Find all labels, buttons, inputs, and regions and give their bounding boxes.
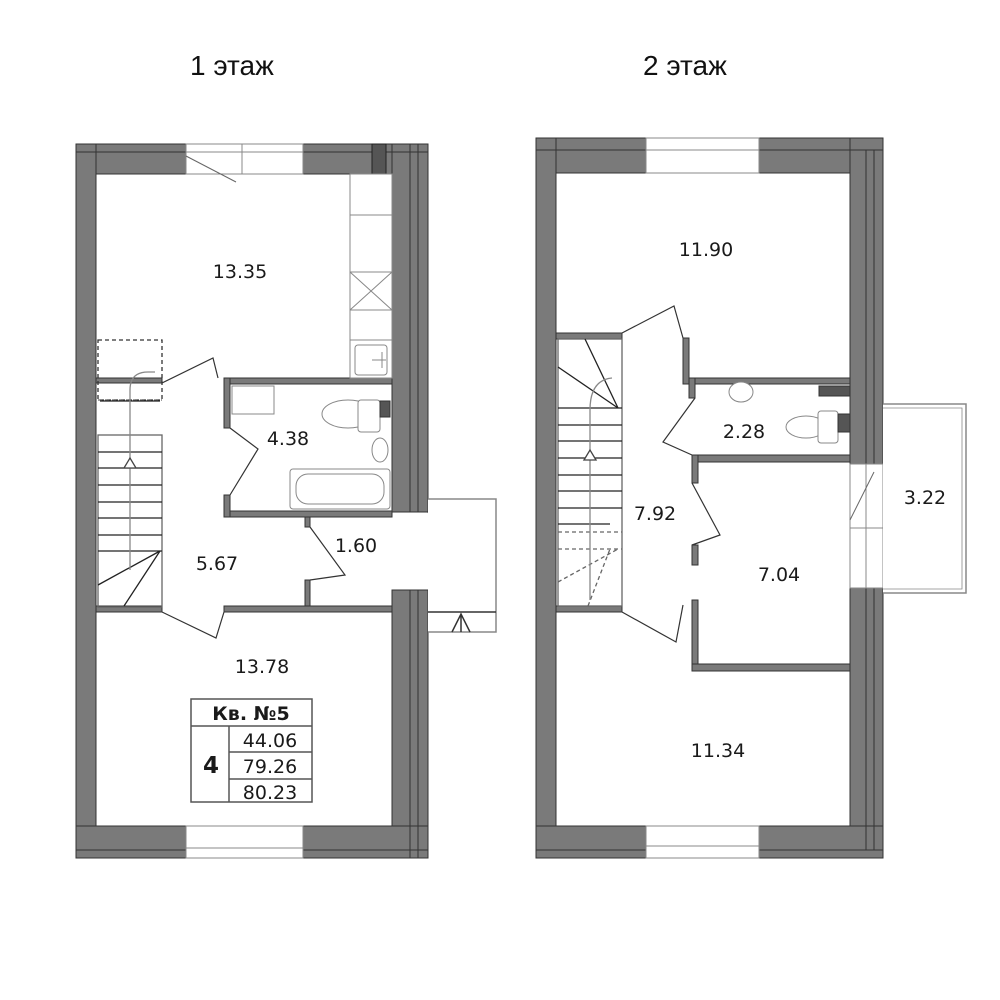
wc-fixtures: [728, 381, 851, 444]
room-area-bedroom-top: 11.90: [679, 239, 733, 261]
floor-2-windows: [645, 137, 884, 859]
porch: [428, 498, 497, 633]
floor-1-stairs: [97, 339, 163, 608]
floor-1-interior-walls: [95, 377, 393, 613]
balcony: [883, 403, 967, 594]
room-area-bedroom-middle: 7.04: [758, 564, 800, 586]
floor-2-plan: 11.90 2.28 7.92 7.04 3.22 11.34: [535, 137, 967, 859]
kitchen-counter: [349, 173, 393, 379]
room-area-bedroom-bottom: 11.34: [691, 740, 745, 762]
floor-1-plan: 13.35 4.38 5.67 1.60 13.78 Кв. №5 4 44.0…: [75, 143, 497, 859]
room-area-kitchen: 13.35: [213, 261, 267, 283]
floor-2-interior-walls: [555, 332, 851, 672]
room-area-living: 13.78: [235, 656, 289, 678]
floor-1-walls: [75, 143, 429, 859]
rooms-count: 4: [203, 753, 219, 779]
room-area-wc: 2.28: [723, 421, 765, 443]
bathroom-fixtures: [231, 385, 391, 510]
room-area-hall-2: 7.92: [634, 503, 676, 525]
room-area-balcony: 3.22: [904, 487, 946, 509]
floor-2-doors: [621, 305, 721, 643]
total-area-value: 79.26: [243, 756, 297, 778]
room-area-vestibule: 1.60: [335, 535, 377, 557]
floor-2-title: 2 этаж: [643, 50, 727, 81]
vent-icon: [371, 143, 387, 175]
floor-1-windows: [185, 143, 304, 859]
room-area-hall: 5.67: [196, 553, 238, 575]
floor-2-stairs: [557, 338, 623, 607]
total-area-balcony-value: 80.23: [243, 782, 297, 804]
room-area-bathroom: 4.38: [267, 428, 309, 450]
floor-1-title: 1 этаж: [190, 50, 274, 81]
apartment-card: Кв. №5 4 44.06 79.26 80.23: [190, 698, 313, 804]
living-area-value: 44.06: [243, 730, 297, 752]
apartment-number: Кв. №5: [212, 703, 289, 725]
